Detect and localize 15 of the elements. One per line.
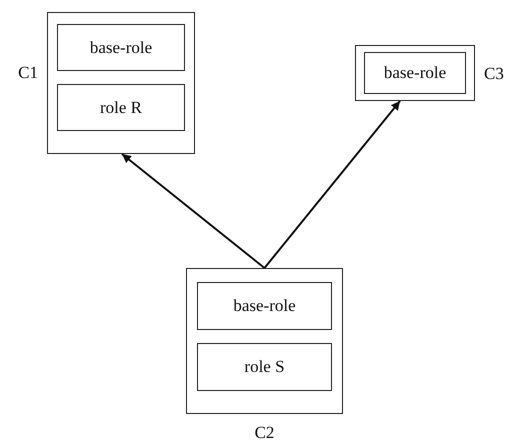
arrow <box>264 100 401 269</box>
role-name: role S <box>243 357 286 377</box>
role-box <box>57 24 185 71</box>
role-box <box>197 343 332 391</box>
class-label: C1 <box>18 63 38 83</box>
role-name: base-role <box>88 38 154 58</box>
arrow <box>121 153 266 269</box>
class-label: C3 <box>484 64 504 84</box>
role-name: base-role <box>232 296 297 316</box>
role-box <box>57 84 185 131</box>
role-box <box>197 282 332 330</box>
role-name: role R <box>98 98 144 118</box>
role-name: base-role <box>382 63 448 83</box>
class-label: C2 <box>254 423 276 441</box>
role-box <box>364 52 466 94</box>
